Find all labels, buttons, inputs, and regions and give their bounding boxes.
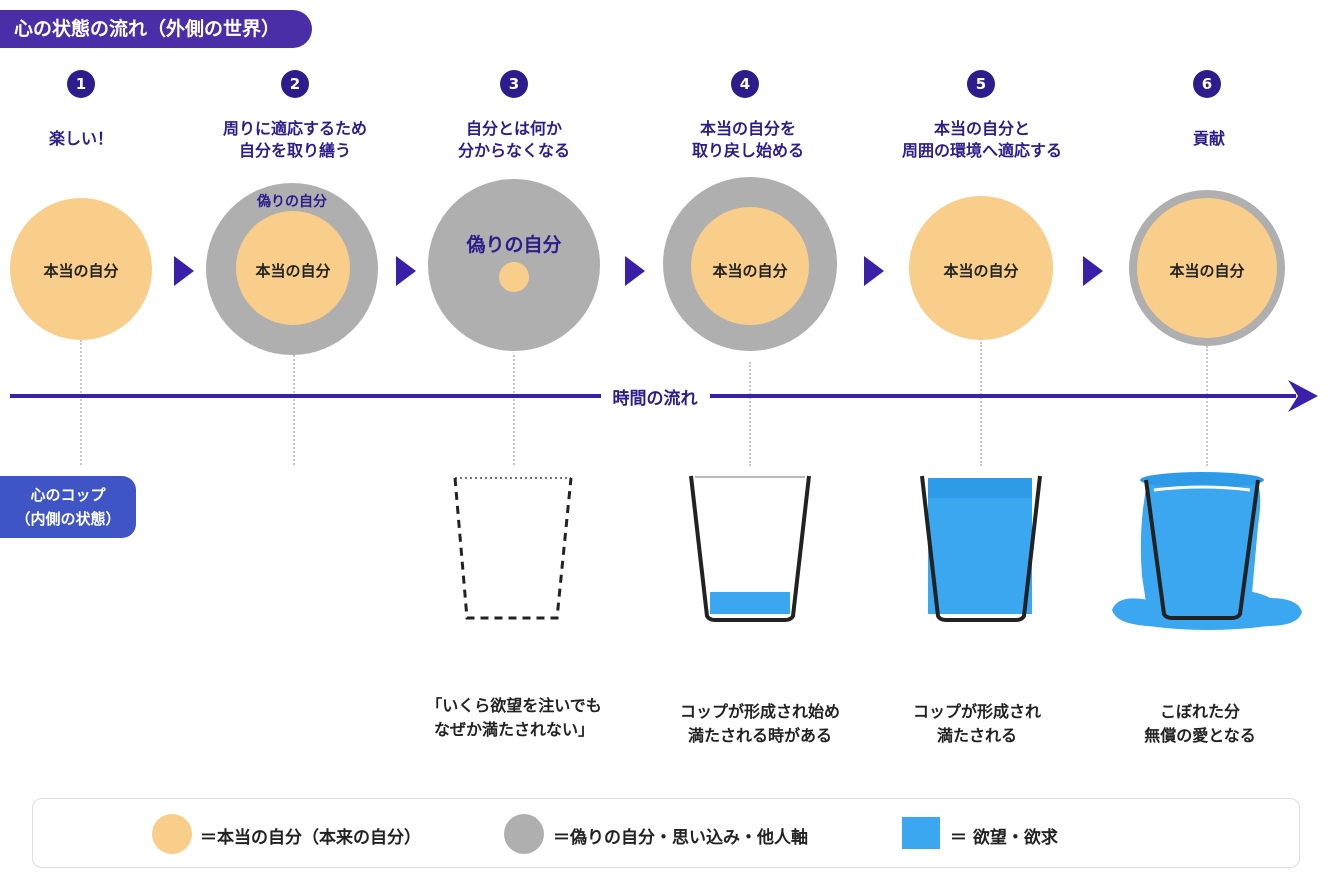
- cup-caption-5: コップが形成され 満たされる: [912, 702, 1041, 745]
- step-number-2: 2: [281, 70, 309, 98]
- true-self-label-5: 本当の自分: [943, 262, 1019, 280]
- step-number-1: 1: [67, 70, 95, 98]
- step-number-6: 6: [1193, 70, 1221, 98]
- water-level-5: [928, 478, 1032, 614]
- step-arrow-3: [625, 256, 645, 286]
- connector-line-2: [293, 355, 295, 465]
- step-caption-1: 楽しい！: [48, 129, 113, 148]
- legend-box: [32, 798, 1300, 868]
- step-arrow-2: [396, 256, 416, 286]
- legend-false-self-text: ＝偽りの自分・思い込み・他人軸: [553, 828, 808, 848]
- true-self-circle-5: [909, 196, 1053, 340]
- true-self-label-1: 本当の自分: [43, 262, 119, 280]
- cup-partly-filled: [689, 475, 811, 622]
- step-caption-2: 周りに適応するため 自分を取り繕う: [222, 119, 367, 160]
- false-self-label-3: 偽りの自分: [466, 234, 562, 256]
- step-number-4: 4: [731, 70, 759, 98]
- connector-line-5: [980, 342, 982, 466]
- true-self-circle-4: [691, 207, 809, 325]
- legend-true-self-text: ＝本当の自分（本来の自分）: [200, 828, 421, 848]
- cup-full: [920, 475, 1042, 622]
- true-self-circle-6: [1137, 198, 1277, 338]
- step-caption-5: 本当の自分と 周囲の環境へ適応する: [901, 119, 1062, 160]
- step-number-5: 5: [967, 70, 995, 98]
- step-arrow-5: [1083, 256, 1103, 286]
- diagram-title: 心の状態の流れ（外側の世界）: [0, 10, 312, 48]
- water-level-4: [710, 592, 790, 614]
- step-caption-6: 貢献: [1192, 129, 1225, 148]
- true-self-label-2: 本当の自分: [255, 262, 331, 280]
- step-number-3: 3: [500, 70, 528, 98]
- true-self-label-4: 本当の自分: [712, 262, 788, 280]
- true-self-dot-3: [499, 262, 529, 292]
- step-arrow-1: [174, 256, 194, 286]
- step-caption-4: 本当の自分を 取り戻し始める: [691, 119, 804, 160]
- false-self-label-2: 偽りの自分: [257, 194, 327, 210]
- legend-desire-swatch: [902, 817, 940, 849]
- cup-caption-4: コップが形成され始め 満たされる時がある: [679, 702, 840, 745]
- cup-caption-3: 「いくら欲望を注いでも なぜか満たされない」: [426, 696, 602, 739]
- connector-line-1: [80, 340, 82, 465]
- true-self-label-6: 本当の自分: [1169, 262, 1245, 280]
- connector-line-6: [1206, 346, 1208, 466]
- true-self-circle-2: [236, 211, 350, 325]
- legend-desire-text: ＝ 欲望・欲求: [950, 828, 1058, 848]
- legend-true-self-swatch: [152, 814, 192, 854]
- step-caption-3: 自分とは何か 分からなくなる: [457, 119, 570, 160]
- step-arrow-4: [864, 256, 884, 286]
- timeline-label: 時間の流れ: [600, 389, 710, 409]
- cup-caption-6: こぼれた分 無償の愛となる: [1144, 702, 1256, 745]
- true-self-circle-1: [10, 198, 152, 340]
- cup-overflowing: [1112, 472, 1302, 630]
- connector-line-3: [513, 355, 515, 465]
- legend-false-self-swatch: [504, 814, 544, 854]
- connector-line-4: [749, 362, 751, 466]
- dashed-cup: [453, 477, 573, 620]
- cup-section-label: 心のコップ （内側の状態）: [0, 476, 136, 538]
